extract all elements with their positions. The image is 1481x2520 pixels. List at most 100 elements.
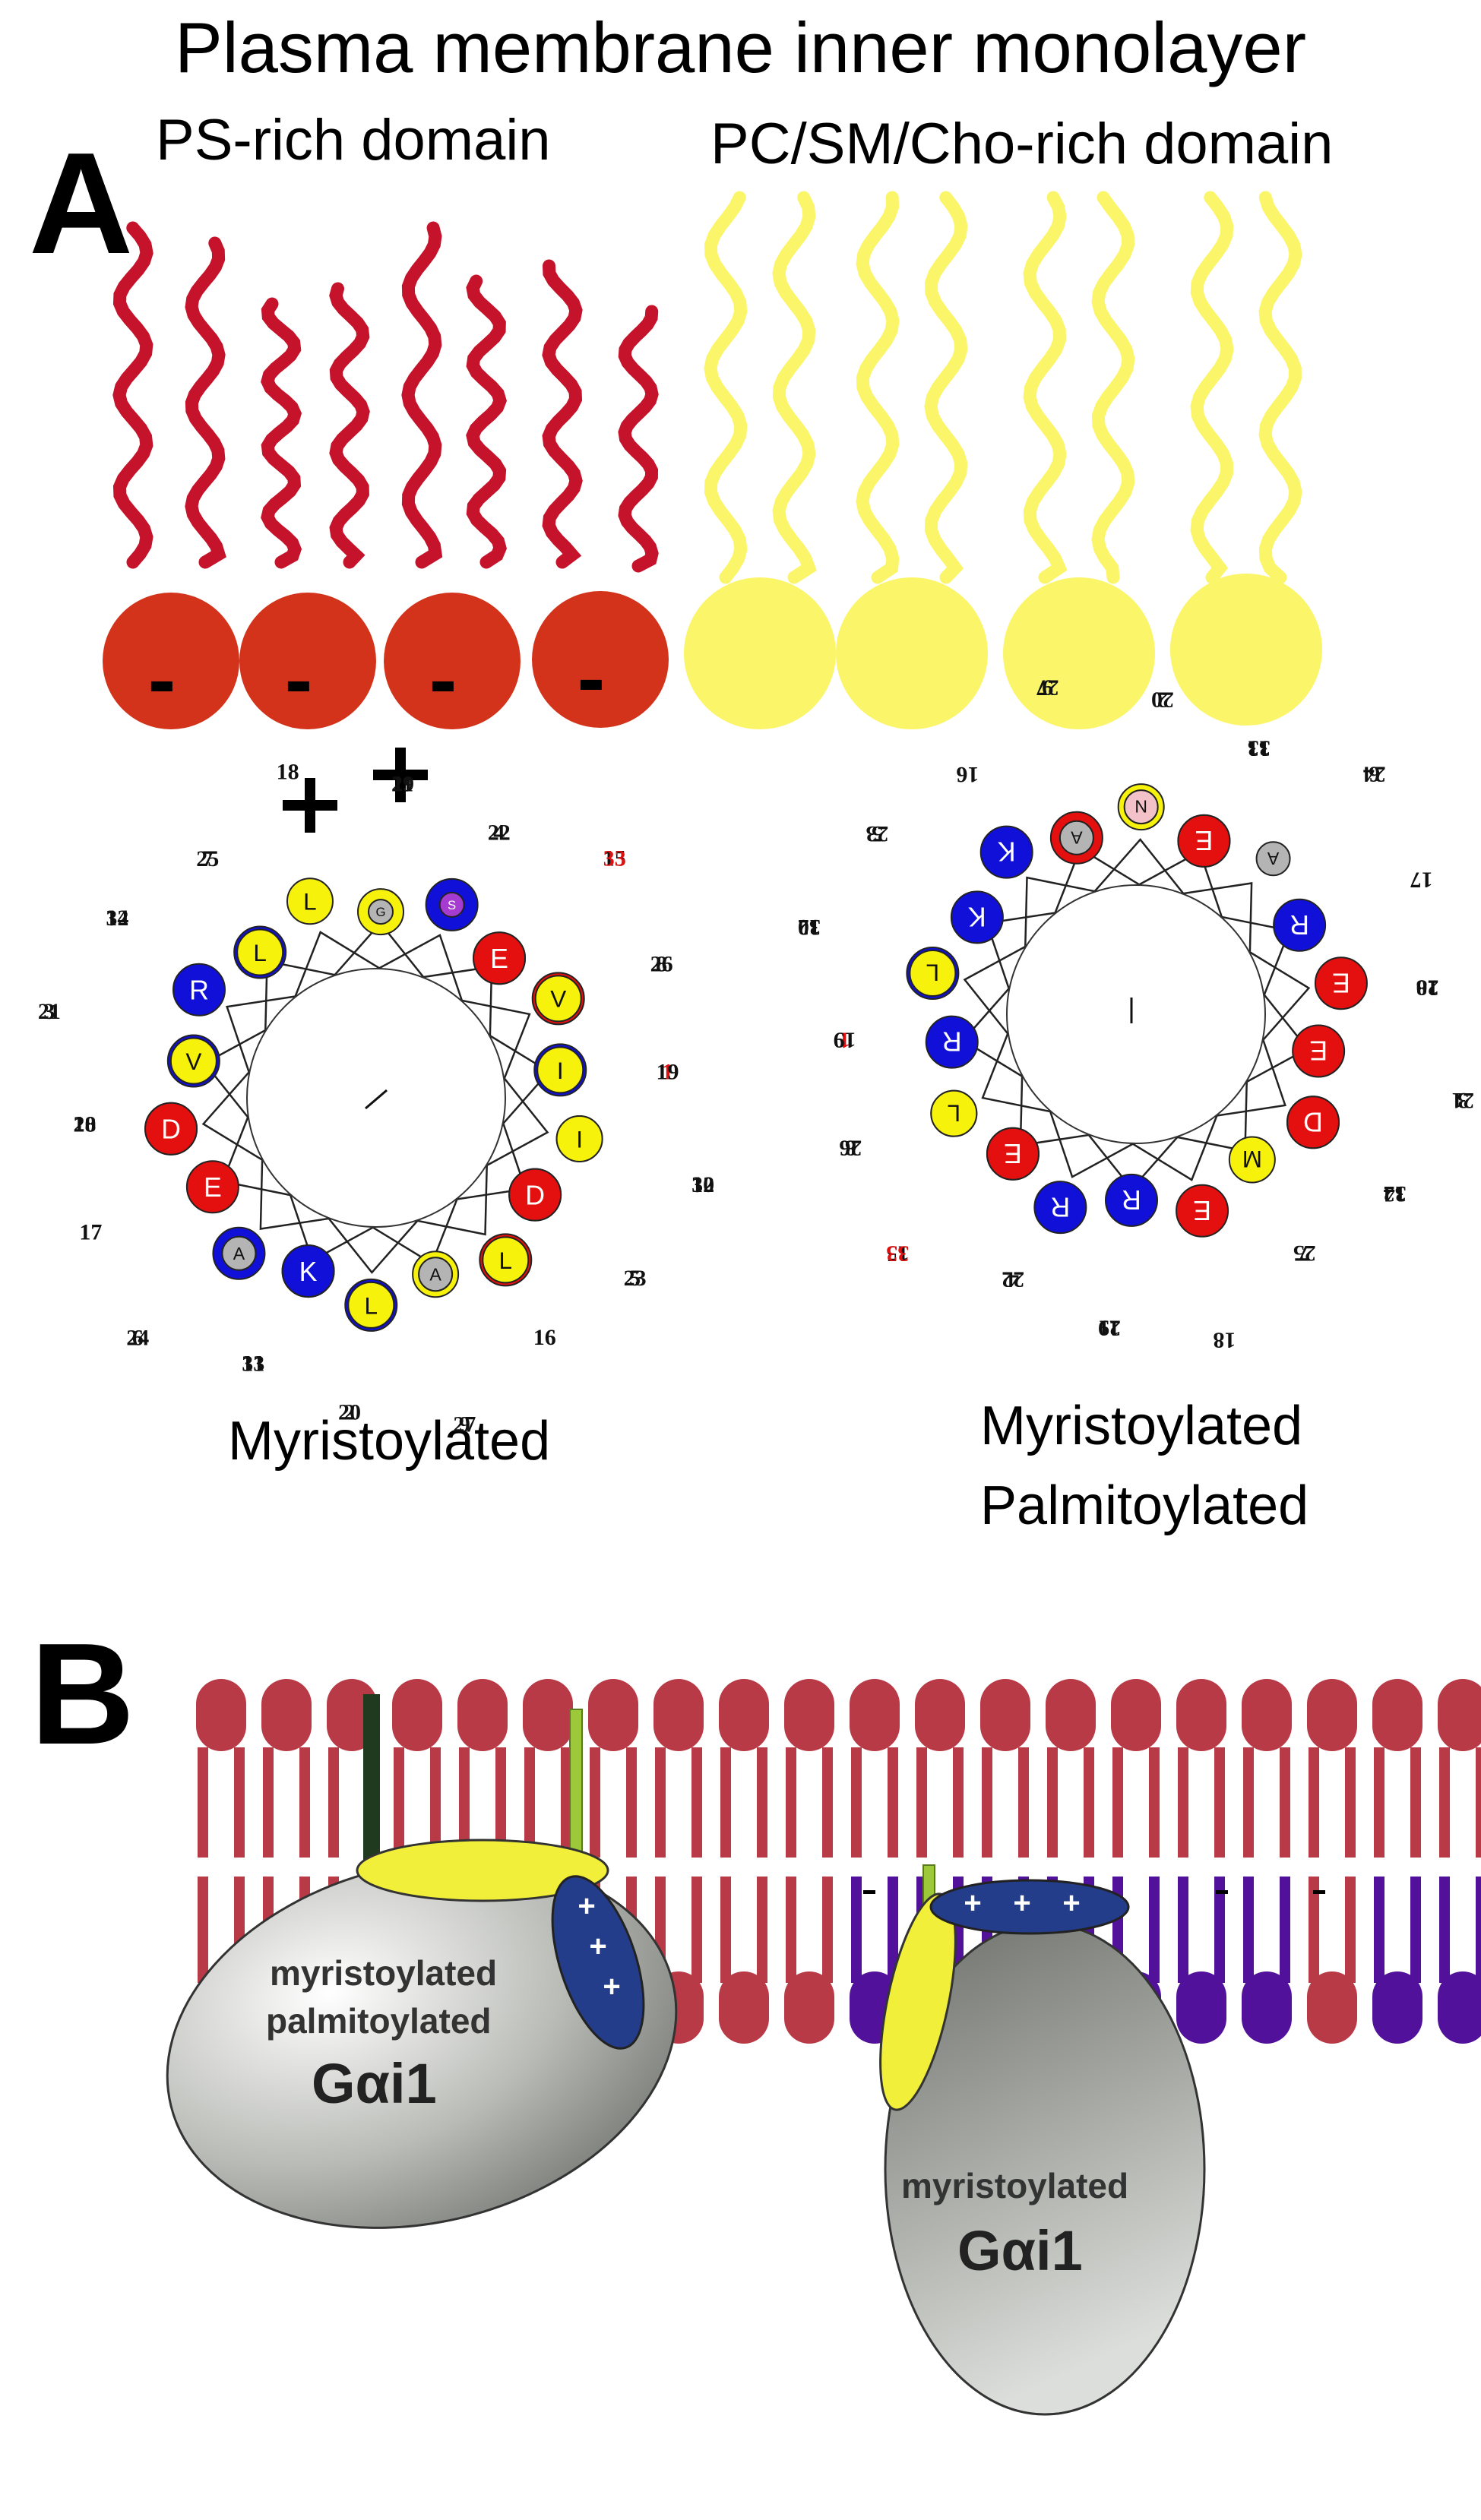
lower-leaflet-head (1372, 1971, 1422, 2044)
lower-leaflet-tail (1345, 1877, 1356, 1983)
lower-leaflet-tail (1309, 1877, 1319, 1983)
panel-b-label: B (30, 1614, 135, 1775)
residue-number: 10 (74, 1112, 97, 1137)
residue-circle (950, 890, 1004, 944)
ps-lipid-tail (185, 236, 226, 569)
right-helix-caption-line1: Myristoylated (980, 1396, 1303, 1456)
residue-letter: L (499, 1247, 513, 1274)
plus-sign-icon (283, 778, 337, 833)
upper-leaflet-tail (691, 1747, 702, 1858)
upper-leaflet-head (719, 1679, 769, 1751)
ps-lipid-head (384, 593, 521, 729)
plus-sign-icon (373, 748, 428, 802)
lower-leaflet-tail (822, 1877, 833, 1983)
residue-letter: R (1050, 1191, 1070, 1222)
residue-circle (930, 1089, 978, 1137)
residue-circle (1104, 1173, 1158, 1227)
right-helix-caption-line2: Palmitoylated (980, 1475, 1309, 1536)
upper-leaflet-tail (1439, 1747, 1450, 1858)
ps-charge-marks: ---- (148, 631, 606, 726)
residue-number: 27 (1036, 675, 1059, 700)
patch-plus-sign: + (578, 1889, 595, 1923)
residue-number: 21 (38, 999, 61, 1024)
pc-lipid-head (1170, 574, 1322, 726)
residue-circle (169, 1037, 217, 1085)
residue-letter: I (576, 1125, 583, 1152)
residue-number: 4 (1008, 1266, 1019, 1292)
upper-leaflet-tail (1084, 1747, 1094, 1858)
residue-letter: A (1267, 849, 1279, 868)
residue-number: 24 (126, 1326, 149, 1351)
upper-leaflet-tail (495, 1747, 506, 1858)
pc-lipid-head (836, 577, 988, 729)
residue-number: 25 (1293, 1241, 1316, 1266)
lower-leaflet-head (719, 1971, 769, 2044)
residue-number: 14 (1384, 1181, 1407, 1206)
helix-backbone-lines (961, 838, 1311, 1190)
residue-number: 9 (1042, 675, 1053, 700)
residue-letter: I (557, 1057, 564, 1084)
residue-circle (281, 1244, 335, 1298)
lower-leaflet-tail (1243, 1877, 1254, 1983)
residue-letter: R (1290, 909, 1309, 940)
residue-circle (1228, 1136, 1276, 1184)
residue-circle (144, 1102, 198, 1156)
upper-leaflet-head (1046, 1679, 1096, 1751)
upper-leaflet-tail (234, 1747, 245, 1858)
residue-letter: G (375, 905, 385, 919)
upper-leaflet-tail (1112, 1747, 1123, 1858)
residue-letter: K (968, 901, 986, 931)
panel-a-label: A (29, 123, 134, 284)
upper-leaflet-tail (982, 1747, 992, 1858)
residue-circle (1286, 1096, 1340, 1149)
right-protein-name: Gαi1 (957, 2219, 1083, 2282)
residue-circle (221, 1235, 257, 1271)
pc-lipid-tail (856, 191, 900, 584)
ps-lipid-group (103, 221, 669, 729)
helix-left-numbers: 1234567891011121314151617181920212223242… (38, 759, 714, 1437)
helix-center (246, 968, 506, 1228)
residue-number: 13 (242, 1351, 264, 1376)
upper-leaflet-tail (1410, 1747, 1421, 1858)
lower-leaflet-tail (1214, 1877, 1225, 1983)
residue-circle (508, 1168, 562, 1222)
residue-number: 20 (1151, 687, 1174, 712)
residue-number: 6 (132, 1326, 144, 1351)
pc-lipid-tail (1091, 191, 1135, 584)
residue-number: 32 (106, 906, 128, 931)
residue-circle (438, 891, 465, 918)
residue-circle (1177, 814, 1231, 868)
residue-number: 15 (886, 1241, 909, 1266)
residue-number: 23 (624, 1266, 647, 1291)
upper-leaflet-head (653, 1679, 704, 1751)
ps-lipid-tail (329, 282, 370, 569)
pc-domain-label: PC/SM/Cho-rich domain (710, 112, 1334, 176)
residue-number: 32 (1384, 1181, 1407, 1206)
upper-leaflet-head (457, 1679, 508, 1751)
upper-leaflet-tail (888, 1747, 898, 1858)
residue-number: 26 (650, 952, 673, 977)
helical-wheel-right: LIAAVSGLDVARKKELRERNERKAMLAERLEDEK (906, 783, 1368, 1238)
upper-leaflet-head (784, 1679, 834, 1751)
residue-circle (536, 1046, 584, 1094)
upper-leaflet-tail (655, 1747, 666, 1858)
myristoyl-anchor-left (363, 1694, 380, 1869)
residue-number: 20 (338, 1400, 361, 1425)
residue-number: 8 (845, 1135, 856, 1160)
upper-leaflet-head (1242, 1679, 1292, 1751)
residue-number: 31 (242, 1351, 264, 1376)
upper-leaflet-head (1176, 1679, 1226, 1751)
upper-leaflet-head (523, 1679, 573, 1751)
upper-leaflet-head (1372, 1679, 1422, 1751)
residue-letter: S (448, 898, 456, 912)
residue-letter: K (299, 1257, 318, 1287)
upper-leaflet-tail (822, 1747, 833, 1858)
residue-letter: M (1242, 1146, 1262, 1173)
residue-letter: E (1309, 1036, 1328, 1066)
residue-number: 26 (839, 1135, 862, 1160)
upper-leaflet-head (1111, 1679, 1161, 1751)
upper-leaflet-tail (1047, 1747, 1058, 1858)
residue-number: 12 (798, 915, 821, 940)
residue-circle (473, 931, 527, 985)
